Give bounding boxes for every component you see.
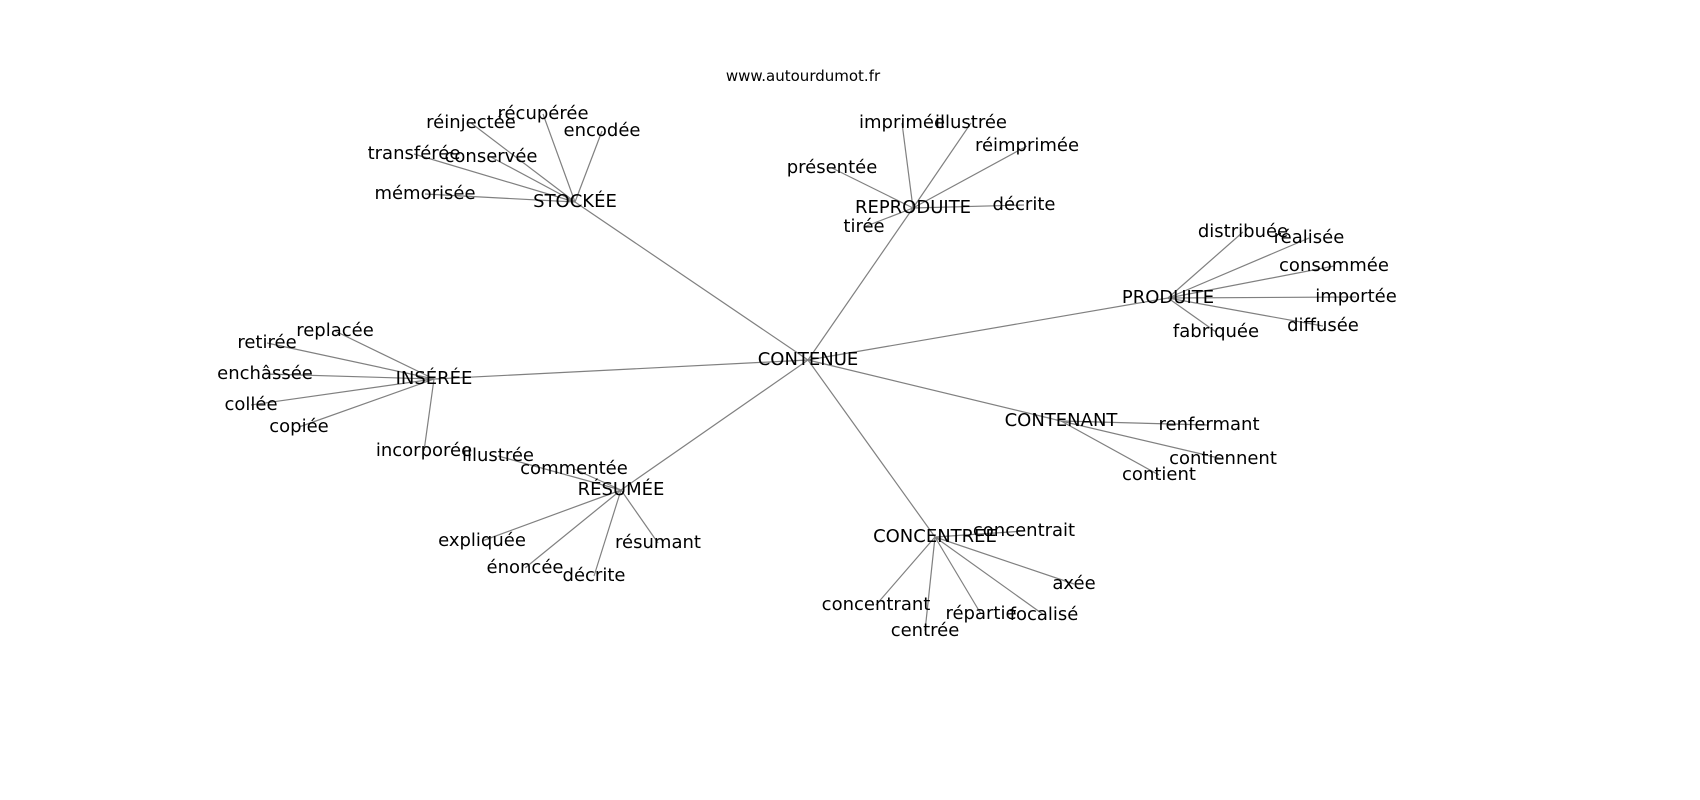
graph-edge [413,153,576,203]
graph-edge [250,378,435,406]
leaf-node[interactable]: réinjectée [426,112,516,133]
leaf-node[interactable]: contient [1122,464,1196,485]
leaf-node[interactable]: récupérée [497,103,589,124]
graph-edge [807,297,1169,361]
graph-edge [620,489,659,544]
leaf-node[interactable]: illustrée [462,445,534,466]
leaf-node[interactable]: fabriquée [1172,321,1260,342]
leaf-node[interactable]: distribuée [1197,221,1289,242]
leaf-node[interactable]: retirée [237,332,297,353]
graph-edge [934,530,1025,538]
graph-edge [901,122,914,209]
graph-edge [298,378,435,428]
graph-edge [266,342,435,380]
leaf-node[interactable]: diffusée [1287,315,1359,336]
graph-edge [934,536,982,615]
graph-edge [1167,297,1217,333]
graph-edge [490,156,576,203]
graph-edge [807,359,1062,422]
graph-edge [912,122,972,209]
leaf-node[interactable]: concentrait [972,520,1076,541]
leaf-node[interactable]: réimprimée [974,135,1080,156]
graph-edge [524,489,622,569]
graph-edge [470,122,576,203]
leaf-node[interactable]: focalisé [1009,604,1079,625]
graph-edge [1167,297,1324,327]
leaf-node[interactable]: décrite [562,565,626,586]
graph-edge [573,468,622,491]
graph-edge [1060,420,1160,476]
leaf-node[interactable]: collée [224,394,278,415]
graph-edge [875,536,936,606]
graph-edge [620,359,809,491]
leaf-node[interactable]: commentée [520,458,628,479]
graph-edge [481,489,622,542]
leaf-node[interactable]: résumant [615,532,701,553]
leaf-node[interactable]: consommée [1279,255,1389,276]
leaf-node[interactable]: conservée [444,146,538,167]
leaf-node[interactable]: axée [1052,573,1096,594]
leaf-node[interactable]: concentrant [821,594,931,615]
leaf-node[interactable]: mémorisée [374,183,476,204]
leaf-node[interactable]: énoncée [486,557,564,578]
graph-edge [934,536,1075,585]
leaf-node[interactable]: répartie [945,603,1017,624]
graph-edge [423,378,435,452]
hub-node[interactable]: REPRODUITE [854,197,972,218]
leaf-node[interactable]: expliquée [438,530,526,551]
graph-edge [574,130,603,203]
leaf-node[interactable]: copiée [269,416,329,437]
leaf-node[interactable]: contiennent [1169,448,1277,469]
graph-edge [1167,237,1310,299]
hub-node[interactable]: RÉSUMÉE [577,479,665,500]
graph-edge [264,373,435,380]
graph-edge [1060,420,1224,460]
graph-edge [433,359,809,380]
graph-edge [807,207,914,361]
hub-node[interactable]: INSÉRÉE [395,368,473,389]
graph-edge [912,145,1028,209]
leaf-node[interactable]: décrite [992,194,1056,215]
graph-edge [924,536,936,632]
graph-edge [574,201,809,361]
leaf-node[interactable]: replacée [296,320,374,341]
graph-edge [863,207,914,228]
leaf-node[interactable]: réalisée [1273,227,1345,248]
leaf-node[interactable]: incorporée [375,440,473,461]
site-title: www.autourdumot.fr [725,67,881,85]
leaf-node[interactable]: tirée [843,216,885,237]
root-node[interactable]: CONTENUE [757,349,859,370]
graph-edge [497,455,622,491]
graph-edge [334,330,435,380]
graph-edge [831,167,914,209]
graph-edge [912,204,1025,209]
hub-node[interactable]: STOCKÉE [533,191,617,212]
leaf-node[interactable]: transférée [367,143,461,164]
leaf-node[interactable]: renfermant [1158,414,1260,435]
graph-edge [424,193,576,203]
leaf-node[interactable]: enchâssée [217,363,313,384]
hub-node[interactable]: PRODUITE [1121,287,1215,308]
graph-edge [542,113,576,203]
graph-edge [934,536,1045,616]
hub-node[interactable]: CONTENANT [1004,410,1118,431]
leaf-node[interactable]: imprimée [858,112,946,133]
leaf-node[interactable]: centrée [890,620,960,641]
graph-edge [807,359,936,538]
graph-edge [1167,231,1244,299]
graph-edge [1167,265,1335,299]
leaf-node[interactable]: présentée [786,157,878,178]
leaf-node[interactable]: importée [1315,286,1397,307]
hub-node[interactable]: CONCENTREE [873,526,997,547]
leaf-node[interactable]: illustrée [935,112,1007,133]
graph-edge [1167,296,1357,299]
leaf-node[interactable]: encodée [563,120,641,141]
graph-edge [593,489,622,577]
graph-edge [1060,420,1210,426]
